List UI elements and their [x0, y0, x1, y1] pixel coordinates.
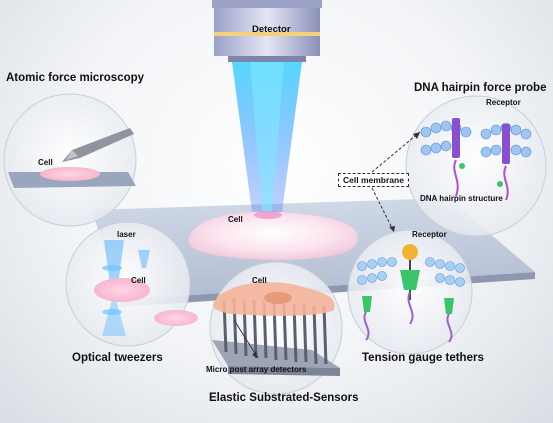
dna-probe-title: DNA hairpin force probe: [414, 82, 547, 94]
center-cell-shape: [188, 211, 358, 260]
afm-cell-label: Cell: [38, 158, 53, 167]
detector-column: [212, 0, 322, 62]
dna-hairpin-circle: [405, 95, 547, 237]
dna-receptor-label: Receptor: [486, 98, 521, 107]
cell-membrane-label: Cell membrane: [338, 173, 409, 187]
optical-tweezers-title: Optical tweezers: [72, 352, 163, 364]
optical-tweezers-circle: [65, 221, 198, 347]
elastic-sensor-circle: [209, 261, 343, 395]
ess-cell-label: Cell: [252, 276, 267, 285]
ot-cell-label: Cell: [131, 276, 146, 285]
afm-circle: [3, 93, 137, 227]
afm-title: Atomic force microscopy: [6, 72, 145, 84]
tension-gauge-circle: [347, 229, 473, 355]
dna-hairpin-structure-label: DNA hairpin structure: [420, 194, 503, 203]
cell-membrane-arrows: [371, 131, 421, 233]
detector-label: Detector: [252, 24, 291, 35]
tension-receptor-label: Receptor: [412, 230, 447, 239]
center-cell-label: Cell: [228, 215, 243, 224]
micro-post-arrow: [233, 319, 259, 359]
micro-post-label: Micro post array detectors: [206, 365, 307, 374]
tension-gauge-title: Tension gauge tethers: [362, 352, 484, 364]
elastic-sensors-title: Elastic Substrated-Sensors: [209, 392, 359, 404]
laser-label: laser: [117, 230, 136, 239]
light-beam: [232, 62, 302, 212]
